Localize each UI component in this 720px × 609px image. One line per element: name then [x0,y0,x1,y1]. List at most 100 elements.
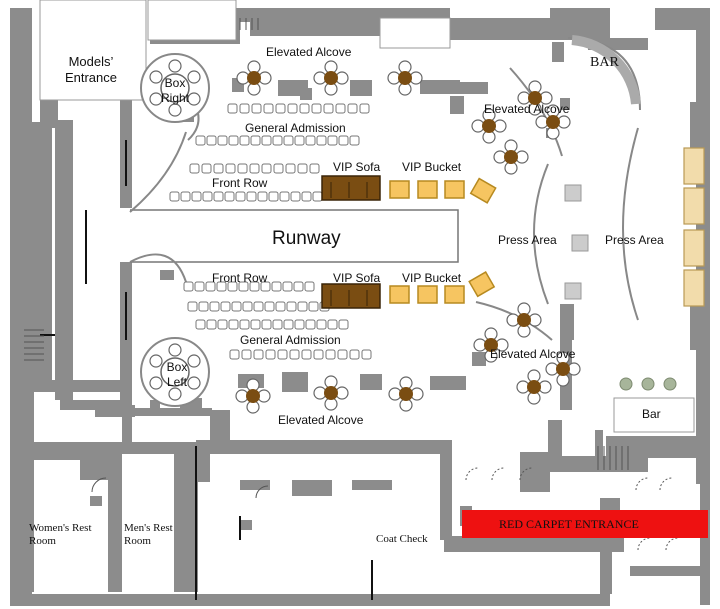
plant [619,377,633,391]
box-left-chair [187,354,201,368]
wall-segment [240,480,270,490]
front-row-seat [213,191,224,202]
front-row-seat [194,281,205,292]
mens-rest-room-label: Men's Rest Room [124,522,173,547]
wall-segment [10,594,610,606]
door-swing [465,467,479,481]
vip-seating [321,175,497,309]
elevated-alcove-bottom-label: Elevated Alcove [278,413,364,427]
wall-segment [108,452,122,592]
wall-segment [22,122,52,382]
general-admission-seat [349,135,360,146]
front-row-seat [180,191,191,202]
coat-check-label: Coat Check [376,533,428,545]
front-row-seat [261,163,272,174]
wall-segment [560,98,570,110]
bar-seating [683,269,705,307]
general-admission-seat [206,135,217,146]
upper-storage-area [147,0,237,41]
door-swing [635,477,649,491]
general-admission-seat [287,103,298,114]
wall-segment [606,436,696,458]
front-row-seat [183,281,194,292]
wall-segment [472,352,486,366]
general-admission-seat [294,135,305,146]
wall-segment [22,380,132,392]
general-admission-seat [241,349,252,360]
alcove-table [324,71,338,85]
general-admission-seat [195,135,206,146]
plant [641,377,655,391]
general-admission-seat [229,349,240,360]
general-admission-seat [253,301,264,312]
front-row-seat [205,281,216,292]
general-admission-seat [239,135,250,146]
front-row-seat [260,281,271,292]
alcove-table [247,71,261,85]
bar-counter-box [613,397,695,433]
bar-seating [683,229,705,267]
press-area-left-label: Press Area [498,233,557,247]
general-admission-seat [349,349,360,360]
wall-segment [690,102,710,152]
front-row-seat [216,281,227,292]
general-admission-seat [338,319,349,330]
womens-rest-room-label: Women's Rest Room [29,522,92,547]
front-row-seat [273,163,284,174]
wall-segment [22,452,34,592]
general-admission-seat [261,319,272,330]
front-row-seat [246,191,257,202]
box-left-label: Box Left [166,360,188,389]
general-admission-seat [198,301,209,312]
alcove-table [556,362,570,376]
general-admission-seat [316,319,327,330]
front-row-seat [309,163,320,174]
elevated-alcove-top-label: Elevated Alcove [266,45,352,59]
general-admission-seat [217,135,228,146]
wall-segment [150,400,160,410]
front-row-seat [224,191,235,202]
vip-bucket-seat [468,271,496,298]
front-row-seat [271,281,282,292]
general-admission-seat [227,103,238,114]
bar-seating [683,187,705,225]
vip-sofa-bottom-label: VIP Sofa [333,271,381,285]
box-right-chair [168,103,182,117]
general-admission-seat [253,349,264,360]
general-admission-seat [335,103,346,114]
general-admission-seat [195,319,206,330]
bar-right-label: Bar [642,407,661,421]
general-admission-seat [305,135,316,146]
wall-segment [690,300,710,350]
general-admission-seat [251,103,262,114]
box-left-chair [149,354,163,368]
general-admission-seat [294,319,305,330]
general-admission-seat [283,135,294,146]
front-row-seat [227,281,238,292]
general-admission-seat [275,103,286,114]
red-carpet [462,510,708,538]
general-admission-seat [272,319,283,330]
bar-top-label: BAR [590,55,619,70]
wall-segment [600,540,612,594]
vip-bucket-bottom-label: VIP Bucket [402,271,462,285]
general-admission-seat [289,349,300,360]
general-admission-seat [286,301,297,312]
vip-bucket-seat [389,285,410,304]
alcove-table [324,386,338,400]
wall-segment [22,392,34,452]
bar-seating [683,147,705,185]
vip-bucket-seat [417,285,438,304]
general-admission-seat [311,103,322,114]
runway-label: Runway [272,228,341,249]
alcove-table [546,115,560,129]
box-right-chair [187,92,201,106]
general-admission-seat [305,319,316,330]
general-admission-seat [327,135,338,146]
press-area-block [571,234,589,252]
general-admission-seat [325,349,336,360]
front-row-seat [238,281,249,292]
door-swing [519,467,533,481]
